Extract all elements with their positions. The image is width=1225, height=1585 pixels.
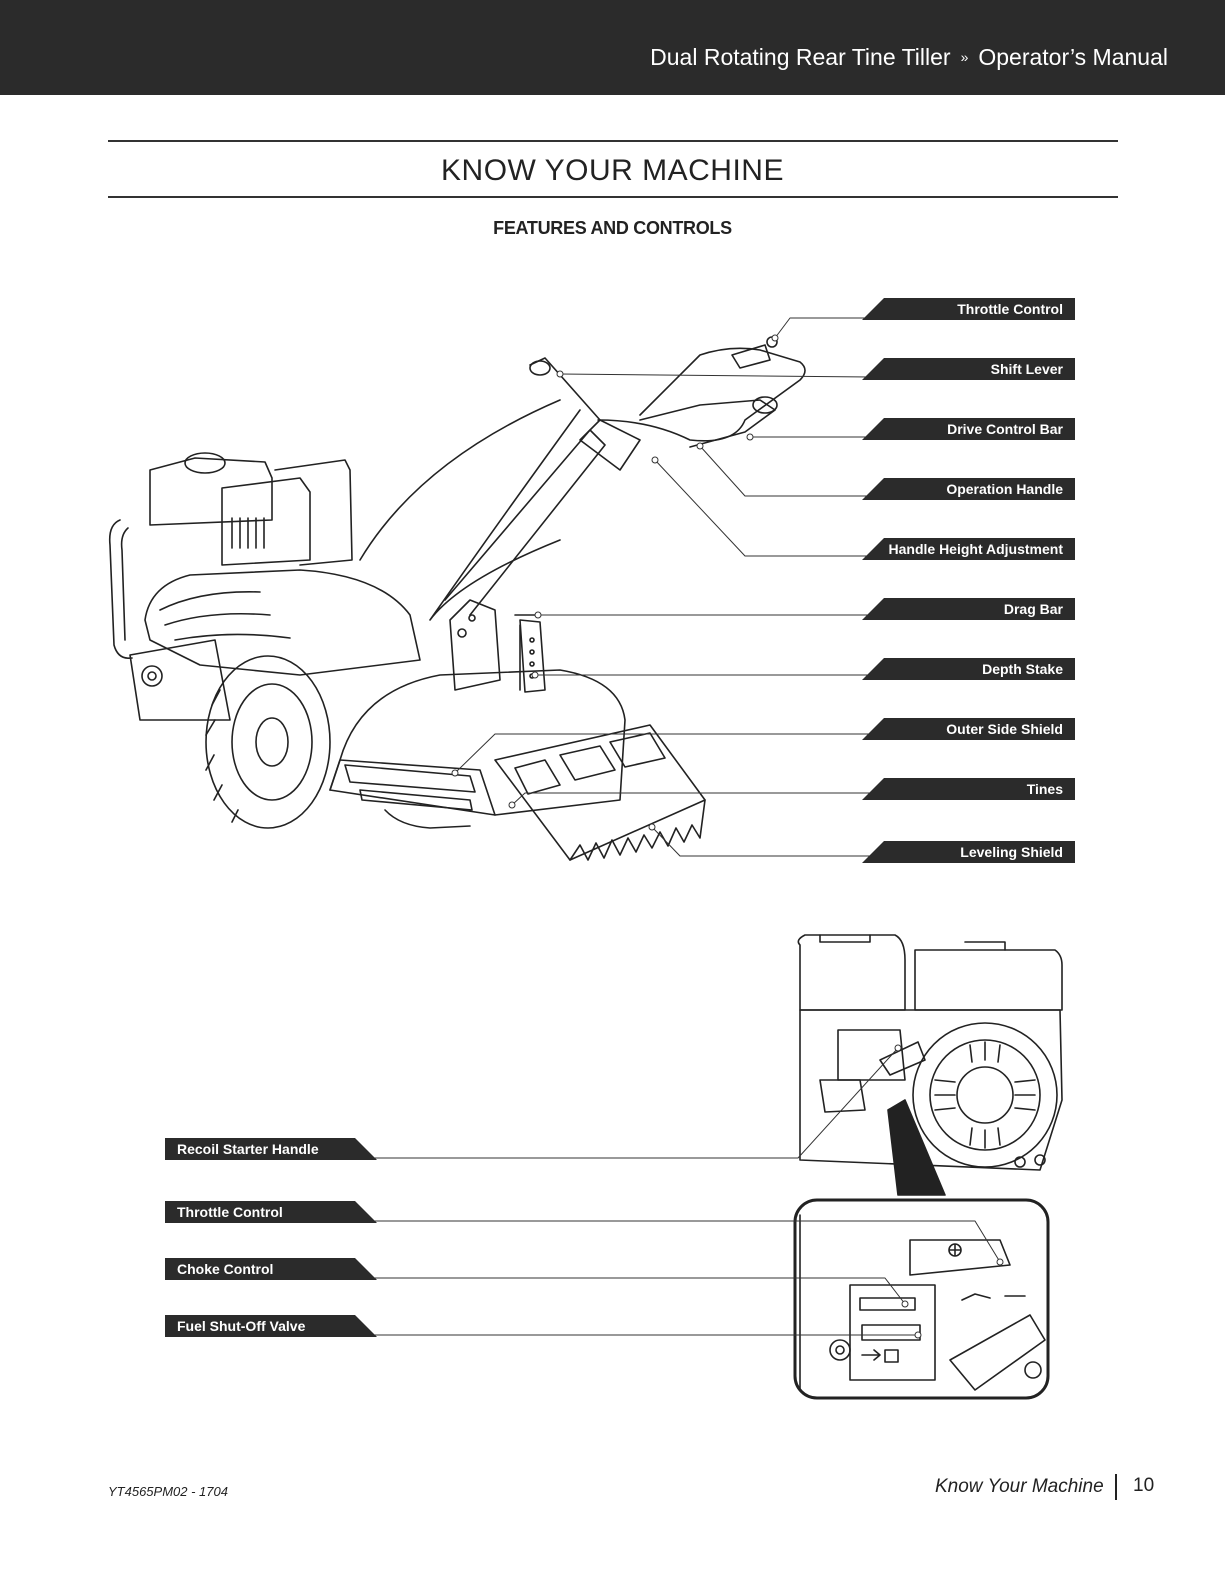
title-rule-bottom xyxy=(108,196,1118,198)
leader-outer-side-shield xyxy=(454,733,871,774)
leader-engine-throttle xyxy=(371,1220,1001,1263)
header-manual-name: Dual Rotating Rear Tine Tiller xyxy=(650,44,951,70)
inset-fuel-valve xyxy=(861,1324,921,1341)
engine-body xyxy=(799,1009,1063,1171)
detail-inset-frame xyxy=(793,1198,1050,1400)
callout-shift-lever: Shift Lever xyxy=(862,358,1075,380)
recoil-starter-handle xyxy=(879,1041,926,1076)
callout-choke-control: Choke Control xyxy=(165,1258,377,1280)
callout-drive-control-bar: Drive Control Bar xyxy=(862,418,1075,440)
throttle-lever xyxy=(731,344,771,369)
callout-throttle-control: Throttle Control xyxy=(862,298,1075,320)
handle-height-bracket xyxy=(579,419,641,471)
header-separator: » xyxy=(960,48,969,65)
callout-fuel-shutoff-valve: Fuel Shut-Off Valve xyxy=(165,1315,377,1337)
leader-tines xyxy=(511,792,871,806)
leader-throttle-control xyxy=(774,317,871,339)
drive-control-bar xyxy=(639,399,776,448)
handle-column xyxy=(444,429,606,616)
outer-side-shield xyxy=(344,764,476,793)
inset-air-cleaner-edge xyxy=(949,1314,1046,1391)
callout-leveling-shield: Leveling Shield xyxy=(862,841,1075,863)
callout-outer-side-shield: Outer Side Shield xyxy=(862,718,1075,740)
callout-depth-stake: Depth Stake xyxy=(862,658,1075,680)
leader-handle-height xyxy=(654,459,871,557)
footer-section-name: Know Your Machine xyxy=(935,1476,1104,1497)
page-header: Dual Rotating Rear Tine Tiller » Operator’… xyxy=(0,0,1225,95)
callout-tines: Tines xyxy=(862,778,1075,800)
engine-controls-panel xyxy=(837,1029,906,1081)
section-title: KNOW YOUR MACHINE xyxy=(441,154,784,187)
page-number: 10 xyxy=(1133,1475,1155,1496)
wheel xyxy=(205,655,331,829)
tine-hood xyxy=(329,669,626,816)
air-filter xyxy=(221,477,311,566)
inset-choke-lever xyxy=(859,1297,916,1311)
engine-fuel-tank xyxy=(797,934,906,1011)
operation-handle xyxy=(597,347,806,442)
zoom-pointer xyxy=(887,1099,946,1196)
engine-base xyxy=(129,639,231,721)
footer-document-code: YT4565PM02 - 1704 xyxy=(108,1484,228,1499)
recoil-starter-housing xyxy=(912,1022,1058,1168)
engine-air-cleaner xyxy=(914,949,1063,1011)
control-cables xyxy=(359,399,581,621)
inset-throttle-bracket xyxy=(909,1239,1011,1276)
callout-operation-handle: Operation Handle xyxy=(862,478,1075,500)
footer-divider xyxy=(1115,1474,1117,1500)
frame-plate xyxy=(449,599,501,691)
callout-handle-height-adjustment: Handle Height Adjustment xyxy=(862,538,1075,560)
carburetor xyxy=(819,1079,866,1113)
leader-recoil-starter xyxy=(371,1047,899,1159)
section-subtitle: FEATURES AND CONTROLS xyxy=(493,218,732,238)
fuel-cap xyxy=(184,452,226,474)
header-title: Dual Rotating Rear Tine Tiller » Operator’… xyxy=(650,44,1168,71)
callout-drag-bar: Drag Bar xyxy=(862,598,1075,620)
depth-stake xyxy=(519,619,546,693)
engine-guard xyxy=(108,519,133,660)
title-rule-top xyxy=(108,140,1118,142)
engine-block xyxy=(274,459,353,566)
leader-leveling-shield xyxy=(651,826,871,857)
fuel-tank xyxy=(149,457,273,526)
leader-choke-control xyxy=(371,1277,906,1305)
callout-engine-throttle-control: Throttle Control xyxy=(165,1201,377,1223)
callout-recoil-starter-handle: Recoil Starter Handle xyxy=(165,1138,377,1160)
leader-shift-lever xyxy=(559,373,871,378)
hood xyxy=(144,569,421,676)
leader-operation-handle xyxy=(699,445,871,497)
header-document-type: Operator’s Manual xyxy=(978,44,1168,70)
